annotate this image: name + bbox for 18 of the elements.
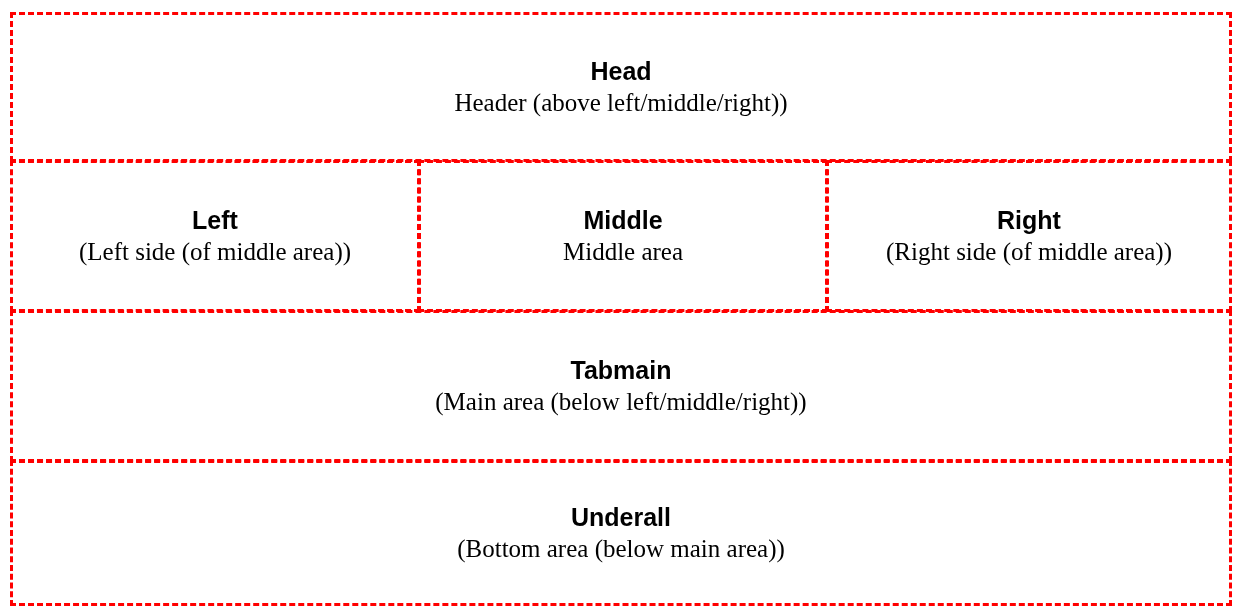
region-description: (Bottom area (below main area)) (457, 534, 785, 565)
layout-region (10, 460, 1232, 606)
region-description: Header (above left/middle/right)) (454, 88, 788, 119)
region-description: (Main area (below left/middle/right)) (435, 387, 807, 418)
layout-region (418, 160, 828, 312)
layout-region (826, 160, 1232, 312)
region-heading: Underall (571, 502, 671, 533)
region-heading: Right (997, 205, 1061, 236)
region-description: Middle area (562, 237, 684, 267)
region-heading: Middle (583, 205, 663, 236)
region-heading: Tabmain (570, 355, 672, 386)
region-heading: Left (192, 205, 238, 236)
region-description: (Left side (of middle area)) (78, 237, 352, 268)
region-description: (Right side (of middle area)) (886, 237, 1172, 268)
layout-region (10, 310, 1232, 462)
region-heading: Head (590, 56, 652, 87)
layout-region (10, 12, 1232, 162)
layout-region (10, 160, 420, 312)
